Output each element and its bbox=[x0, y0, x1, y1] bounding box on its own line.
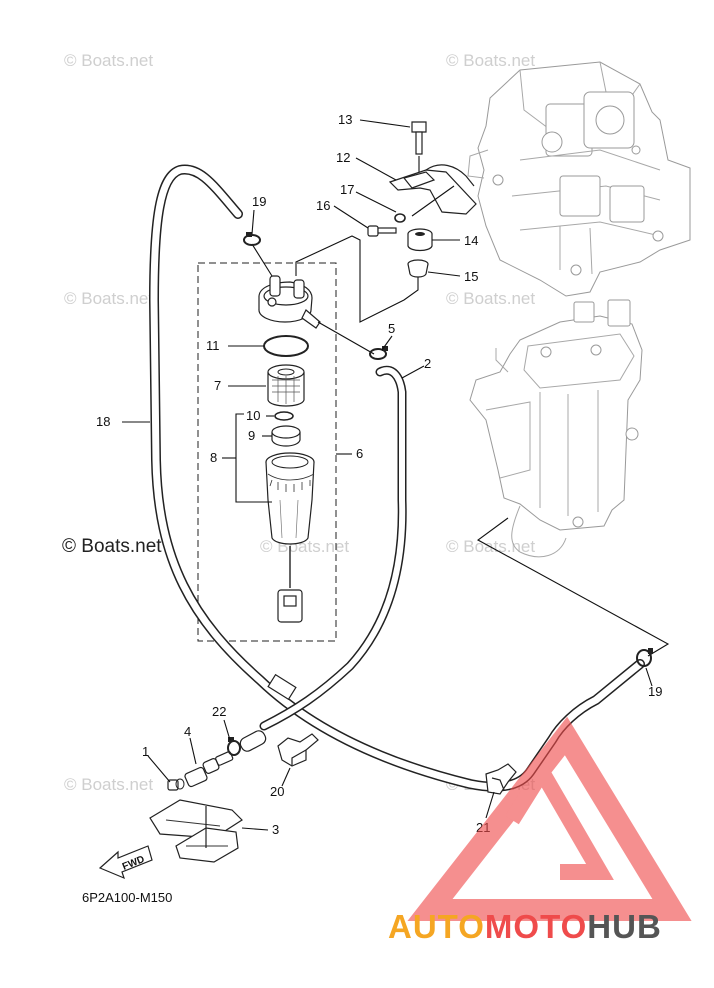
logo-hub: HUB bbox=[587, 908, 662, 945]
hose-clip-22 bbox=[227, 737, 241, 756]
callout-3: 3 bbox=[272, 822, 279, 837]
forward-arrow-icon: FWD bbox=[98, 845, 153, 880]
logo-auto: AUTO bbox=[388, 908, 485, 945]
grommet-14 bbox=[407, 228, 433, 252]
filter-element bbox=[267, 364, 305, 407]
hose-clip-19-right bbox=[636, 648, 653, 667]
leader-cap-to-bracket bbox=[295, 235, 419, 323]
callout-8: 8 bbox=[210, 450, 217, 465]
leader-cap-to-clip19 bbox=[251, 243, 273, 277]
callout-5: 5 bbox=[388, 321, 395, 336]
callout-20: 20 bbox=[270, 784, 284, 799]
bracket-12 bbox=[388, 164, 477, 215]
screw-16 bbox=[367, 225, 397, 237]
watermark-top-left: © Boats.net bbox=[64, 51, 153, 70]
leader-cap-to-clip5 bbox=[317, 321, 375, 355]
callout-2: 2 bbox=[424, 356, 431, 371]
engine-intake-manifold bbox=[467, 61, 691, 297]
hose-clip-5 bbox=[369, 346, 388, 360]
hose-clip-19-top bbox=[243, 232, 261, 246]
callout-4: 4 bbox=[184, 724, 191, 739]
joint-4 bbox=[184, 751, 234, 788]
callout-16: 16 bbox=[316, 198, 330, 213]
leader-separator-to-hose bbox=[476, 517, 670, 657]
logo-triangle-mark bbox=[407, 716, 692, 921]
protector-3 bbox=[149, 799, 243, 863]
callout-19-right: 19 bbox=[648, 684, 662, 699]
o-ring bbox=[263, 335, 309, 357]
watermark-mid-left: © Boats.net bbox=[64, 289, 153, 308]
washer-17 bbox=[394, 213, 406, 223]
callout-1: 1 bbox=[142, 744, 149, 759]
bolt-13 bbox=[411, 121, 427, 155]
hose-sleeve bbox=[267, 673, 297, 701]
callout-17: 17 bbox=[340, 182, 354, 197]
watermark-bottom-left: © Boats.net bbox=[64, 775, 153, 794]
hose-clamp-21 bbox=[485, 763, 517, 795]
watermark-boats-net: © Boats.net bbox=[62, 536, 162, 557]
callout-13: 13 bbox=[338, 112, 352, 127]
callout-12: 12 bbox=[336, 150, 350, 165]
callout-22: 22 bbox=[212, 704, 226, 719]
filter-assembly-box bbox=[197, 262, 337, 642]
logo-moto: MOTO bbox=[485, 908, 587, 945]
callout-7: 7 bbox=[214, 378, 221, 393]
automotohub-logo: AUTOMOTOHUB bbox=[388, 716, 692, 945]
callout-18: 18 bbox=[96, 414, 110, 429]
hose-clamp-20 bbox=[277, 733, 319, 767]
engine-vapor-separator bbox=[469, 299, 643, 558]
filter-cup bbox=[265, 452, 315, 623]
callout-14: 14 bbox=[464, 233, 478, 248]
callout-15: 15 bbox=[464, 269, 478, 284]
callout-19-top: 19 bbox=[252, 194, 266, 209]
svg-text:AUTOMOTOHUB: AUTOMOTOHUB bbox=[388, 908, 662, 945]
callout-10: 10 bbox=[246, 408, 260, 423]
callout-leaders bbox=[122, 119, 653, 831]
snap-ring bbox=[274, 411, 294, 421]
callout-9: 9 bbox=[248, 428, 255, 443]
drawing-code: 6P2A100-M150 bbox=[82, 890, 172, 905]
fuel-filter-cap bbox=[258, 275, 321, 329]
callout-11: 11 bbox=[206, 338, 220, 353]
watermark-mid-right: © Boats.net bbox=[446, 289, 535, 308]
callout-6: 6 bbox=[356, 446, 363, 461]
hose-end-fitting bbox=[239, 730, 267, 752]
collar-15 bbox=[407, 259, 429, 278]
plug-1 bbox=[167, 778, 185, 791]
float bbox=[271, 425, 301, 447]
watermark-top-right: © Boats.net bbox=[446, 51, 535, 70]
